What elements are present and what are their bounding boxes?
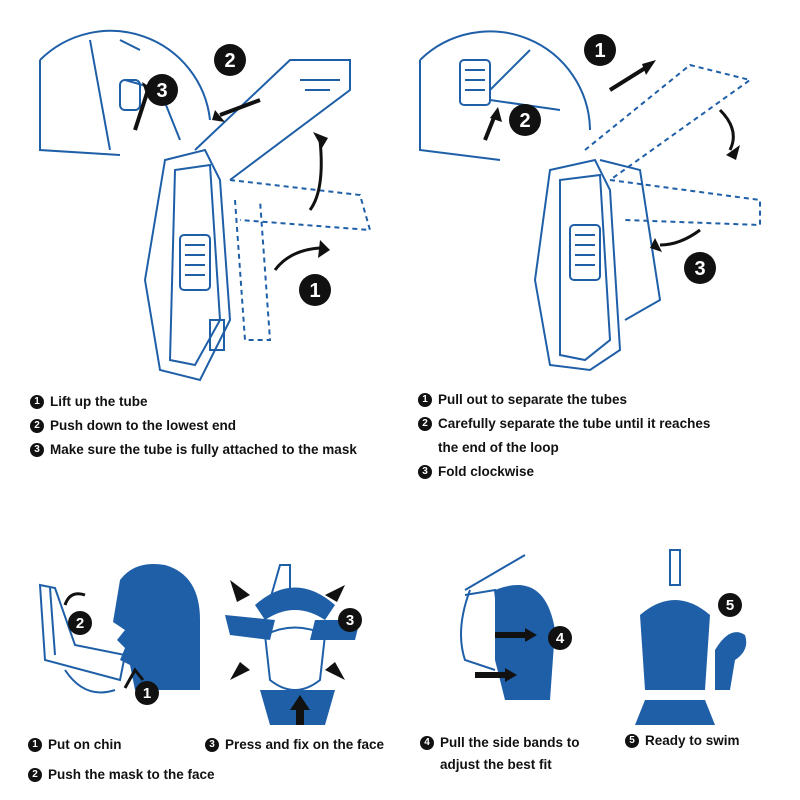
- ready-swim-figure: 5: [635, 549, 747, 725]
- badge-4: [548, 626, 572, 650]
- arrow-lift: [273, 246, 321, 271]
- badge-4-label: 4: [556, 630, 565, 647]
- badge-3: [146, 74, 178, 106]
- badge-1-label: 1: [143, 685, 151, 702]
- detach-steps: 1 Pull out to separate the tubes 2 Caref…: [418, 388, 738, 484]
- step-text-line-1: Pull the side bands to: [440, 735, 580, 750]
- step-number: 3: [418, 465, 432, 479]
- put-on-chin-figure: 1 2: [38, 564, 200, 705]
- step-number: 1: [30, 395, 44, 409]
- step-text: Fold clockwise: [438, 464, 535, 479]
- caption-put-on-chin: 1 Put on chin: [28, 734, 122, 756]
- step-number: 2: [418, 417, 432, 431]
- badge-2-label: 2: [224, 50, 235, 72]
- arrow-pull: [608, 63, 652, 92]
- caption-push-mask: 2 Push the mask to the face: [28, 764, 215, 786]
- attach-illustration: 2 3 1: [30, 20, 390, 390]
- step-text: Push down to the lowest end: [50, 418, 237, 433]
- attach-steps: 1 Lift up the tube 2 Push down to the lo…: [30, 390, 390, 462]
- badge-3-label: 3: [156, 80, 167, 102]
- step-number: 4: [420, 736, 434, 750]
- tube-folded: [229, 179, 372, 232]
- badge-1: [584, 34, 616, 66]
- wear-illustrations: 1 2 3: [25, 540, 785, 730]
- step-number: 3: [30, 443, 44, 457]
- badge-3-label: 3: [346, 612, 354, 629]
- zoom-circle: [419, 30, 591, 131]
- step-number: 1: [418, 393, 432, 407]
- attach-mask-drawing: 2 3 1: [39, 29, 372, 382]
- badge-3: [338, 608, 362, 632]
- step-text: Carefully separate the tube until it rea…: [438, 416, 711, 455]
- attach-step-2: 2 Push down to the lowest end: [30, 414, 390, 438]
- wear-drawing: 1 2 3: [38, 549, 747, 725]
- badge-2-label: 2: [519, 110, 530, 132]
- caption-press-fix: 3 Press and fix on the face: [205, 734, 384, 756]
- step-text: Put on chin: [48, 737, 122, 752]
- attach-step-1: 1 Lift up the tube: [30, 390, 390, 414]
- attach-step-3: 3 Make sure the tube is fully attached t…: [30, 438, 390, 462]
- badge-1: [299, 274, 331, 306]
- badge-2-label: 2: [76, 615, 84, 632]
- badge-1: [135, 681, 159, 705]
- badge-2: [509, 104, 541, 136]
- step-number: 2: [28, 768, 42, 782]
- detach-step-3: 3 Fold clockwise: [418, 460, 738, 484]
- caption-ready-swim: 5 Ready to swim: [625, 730, 740, 752]
- step-number: 3: [205, 738, 219, 752]
- step-text: Make sure the tube is fully attached to …: [50, 442, 357, 457]
- caption-pull-bands: 4 Pull the side bands to adjust the best…: [420, 732, 580, 776]
- step-text: Push the mask to the face: [48, 767, 215, 782]
- badge-5: [718, 593, 742, 617]
- step-text: Press and fix on the face: [225, 737, 385, 752]
- badge-3: [684, 252, 716, 284]
- tube-upright: [194, 59, 351, 181]
- step-number: 2: [30, 419, 44, 433]
- tube-pulled: [584, 63, 753, 181]
- detach-step-1: 1 Pull out to separate the tubes: [418, 388, 738, 412]
- press-fix-figure: 3: [225, 564, 362, 725]
- step-number: 5: [625, 734, 639, 748]
- badge-1-label: 1: [309, 280, 320, 302]
- detach-illustration: 1 2 3: [410, 20, 780, 380]
- mask-body: [533, 158, 622, 372]
- badge-2: [214, 44, 246, 76]
- step-text-line-2: adjust the best fit: [440, 757, 552, 772]
- step-number: 1: [28, 738, 42, 752]
- zoom-circle: [39, 29, 211, 121]
- pull-bands-figure: 4: [460, 554, 572, 700]
- badge-5-label: 5: [726, 597, 734, 614]
- badge-3-label: 3: [694, 258, 705, 280]
- tube-folding: [609, 179, 761, 227]
- badge-2: [68, 611, 92, 635]
- detach-step-2: 2 Carefully separate the tube until it r…: [418, 412, 738, 460]
- step-text: Lift up the tube: [50, 394, 148, 409]
- step-text: Pull out to separate the tubes: [438, 392, 628, 407]
- step-text: Ready to swim: [645, 733, 740, 748]
- badge-1-label: 1: [594, 40, 605, 62]
- detach-mask-drawing: 1 2 3: [419, 30, 761, 372]
